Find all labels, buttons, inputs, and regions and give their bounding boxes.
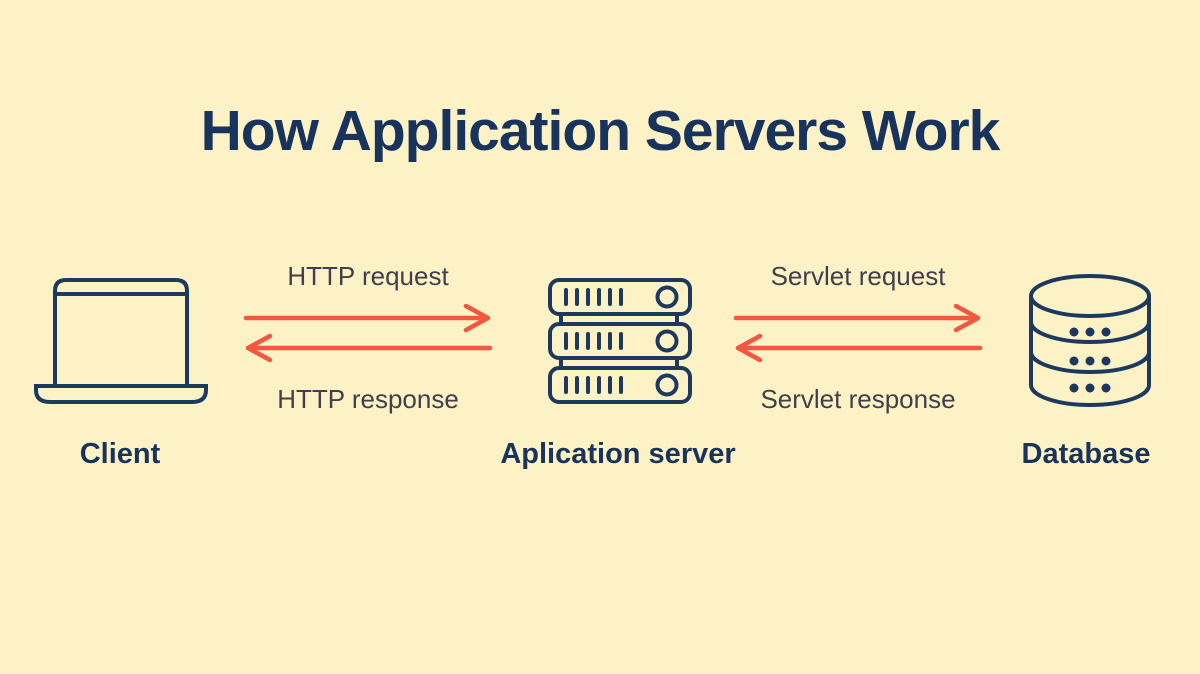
servlet-response-label: Servlet response bbox=[760, 384, 956, 414]
db-top bbox=[1029, 274, 1151, 318]
database-icon bbox=[1029, 274, 1151, 407]
db-divider bbox=[1029, 351, 1151, 374]
arrow-left-icon bbox=[735, 333, 983, 363]
server-database-arrows bbox=[733, 304, 983, 363]
laptop-icon bbox=[34, 278, 208, 404]
db-dots bbox=[1069, 327, 1111, 393]
laptop-base bbox=[34, 384, 208, 404]
server-unit bbox=[548, 322, 692, 360]
server-unit bbox=[548, 366, 692, 404]
arrow-left-icon bbox=[245, 333, 493, 363]
arrow-right-icon bbox=[733, 304, 981, 333]
arrow-right-icon bbox=[243, 304, 491, 333]
page-title: How Application Servers Work bbox=[200, 99, 1001, 163]
http-response-label: HTTP response bbox=[277, 384, 459, 414]
http-request-label: HTTP request bbox=[287, 261, 449, 291]
db-bottom bbox=[1029, 384, 1151, 407]
servlet-request-label: Servlet request bbox=[770, 261, 946, 291]
laptop-screen bbox=[53, 278, 189, 386]
client-server-arrows bbox=[243, 304, 493, 363]
app-server-label: Aplication server bbox=[500, 438, 736, 470]
database-label: Database bbox=[1021, 438, 1151, 470]
db-divider bbox=[1029, 321, 1151, 344]
server-unit bbox=[548, 278, 692, 316]
server-rack-icon bbox=[548, 278, 692, 404]
client-label: Client bbox=[79, 438, 161, 470]
